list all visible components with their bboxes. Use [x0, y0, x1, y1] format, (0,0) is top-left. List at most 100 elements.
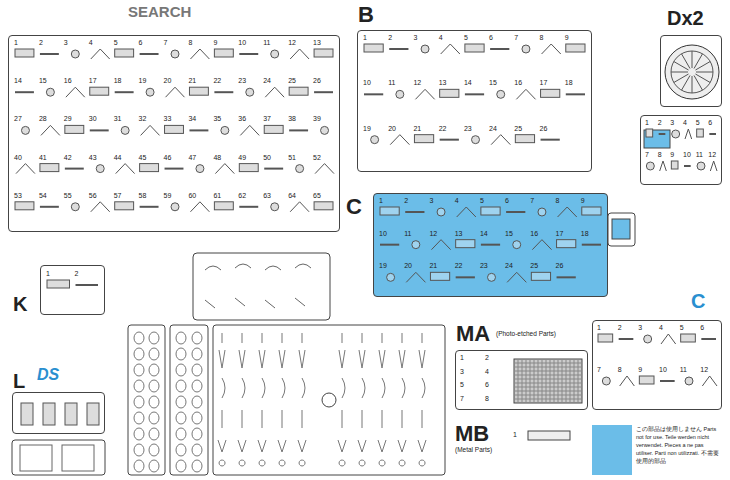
- part-shape: [620, 376, 635, 386]
- part-shape: [65, 125, 84, 133]
- part-shape: [481, 244, 500, 246]
- part-shape: [196, 165, 204, 173]
- part-shape: [681, 334, 696, 342]
- part-shape: [192, 428, 202, 440]
- wheel-part: [671, 51, 713, 93]
- part-shape: [644, 335, 652, 343]
- part-shape: [264, 125, 283, 133]
- part-shape: [465, 93, 484, 95]
- part-number: 33: [164, 115, 172, 122]
- sprue-letter: DS: [37, 367, 59, 383]
- part-number: 23: [464, 125, 472, 132]
- mesh-line: [570, 359, 571, 403]
- part-shape: [239, 164, 258, 172]
- part-number: 11: [404, 230, 411, 237]
- part-shape: [149, 412, 159, 424]
- part-number: 14: [464, 79, 472, 86]
- sprue-frame: MB(Metal Parts)1: [510, 425, 575, 447]
- part-number: 20: [388, 125, 396, 132]
- part-shape: [71, 50, 79, 58]
- part-number: 28: [39, 115, 47, 122]
- mesh-line: [550, 359, 551, 403]
- part-number: 11: [696, 151, 703, 158]
- part-number: 7: [460, 395, 464, 402]
- part-number: 13: [455, 230, 463, 237]
- sprue-frame: [213, 325, 445, 475]
- part-shape: [358, 333, 366, 466]
- part-shape: [96, 165, 104, 173]
- part-number: 7: [645, 151, 649, 158]
- part-number: 9: [581, 197, 585, 204]
- part-shape: [134, 380, 144, 392]
- part-shape: [149, 428, 159, 440]
- part-number: 9: [638, 366, 642, 373]
- part-number: 5: [114, 39, 118, 46]
- part-number: 5: [696, 119, 700, 126]
- sprue-frame: 1234567891011121314151617181920212223242…: [8, 35, 340, 232]
- part-shape: [47, 280, 70, 288]
- part-shape: [289, 87, 308, 95]
- mesh-line: [566, 359, 567, 403]
- part-number: 12: [708, 151, 716, 158]
- part-number: 23: [238, 77, 246, 84]
- mesh-line: [522, 359, 523, 403]
- mesh-line: [558, 359, 559, 403]
- part-number: 10: [238, 39, 246, 46]
- part-number: 9: [565, 34, 569, 41]
- part-number: 24: [263, 77, 271, 84]
- part-number: 1: [379, 197, 383, 204]
- part-number: 49: [238, 154, 246, 161]
- part-number: 4: [683, 119, 687, 126]
- part-shape: [238, 333, 246, 466]
- watermark: SEARCH: [128, 4, 191, 19]
- part-number: 40: [14, 154, 22, 161]
- part-shape: [296, 165, 304, 173]
- part-drawing: [9, 36, 341, 233]
- part-shape: [421, 45, 429, 53]
- part-shape: [90, 87, 109, 95]
- part-shape: [71, 203, 79, 211]
- part-shape: [387, 273, 395, 281]
- part-number: 61: [213, 192, 221, 199]
- part-shape: [40, 164, 59, 172]
- part-number: 1: [513, 431, 517, 438]
- part-shape: [412, 241, 420, 249]
- part-shape: [488, 273, 496, 281]
- part-shape: [16, 164, 35, 174]
- part-number: 3: [638, 324, 642, 331]
- part-number: 1: [460, 354, 464, 361]
- part-number: 17: [556, 230, 564, 237]
- part-number: 4: [89, 39, 93, 46]
- part-shape: [321, 126, 329, 134]
- part-number: 3: [460, 368, 464, 375]
- part-shape: [165, 168, 184, 170]
- wheel-part: [665, 45, 719, 99]
- part-shape: [515, 135, 534, 143]
- part-shape: [646, 129, 653, 137]
- part-shape: [557, 240, 576, 248]
- part-shape: [542, 44, 561, 54]
- part-number: 48: [213, 154, 221, 161]
- part-shape: [338, 333, 346, 466]
- part-shape: [398, 333, 406, 466]
- part-shape: [134, 364, 144, 376]
- part-number: 13: [313, 39, 321, 46]
- part-number: 6: [489, 34, 493, 41]
- part-number: 39: [313, 115, 321, 122]
- part-number: 21: [429, 262, 437, 269]
- part-shape: [415, 89, 434, 99]
- sprue-letter: MB: [455, 423, 489, 445]
- part-number: 6: [708, 119, 712, 126]
- part-shape: [456, 240, 475, 248]
- part-number: 25: [514, 125, 522, 132]
- sprue-frame: 123456789101112: [640, 115, 722, 185]
- part-shape: [149, 380, 159, 392]
- part-shape: [189, 87, 208, 95]
- part-number: 54: [39, 192, 47, 199]
- part-number: 32: [139, 115, 147, 122]
- part-shape: [271, 50, 279, 58]
- part-number: 53: [14, 192, 22, 199]
- part-number: 44: [114, 154, 122, 161]
